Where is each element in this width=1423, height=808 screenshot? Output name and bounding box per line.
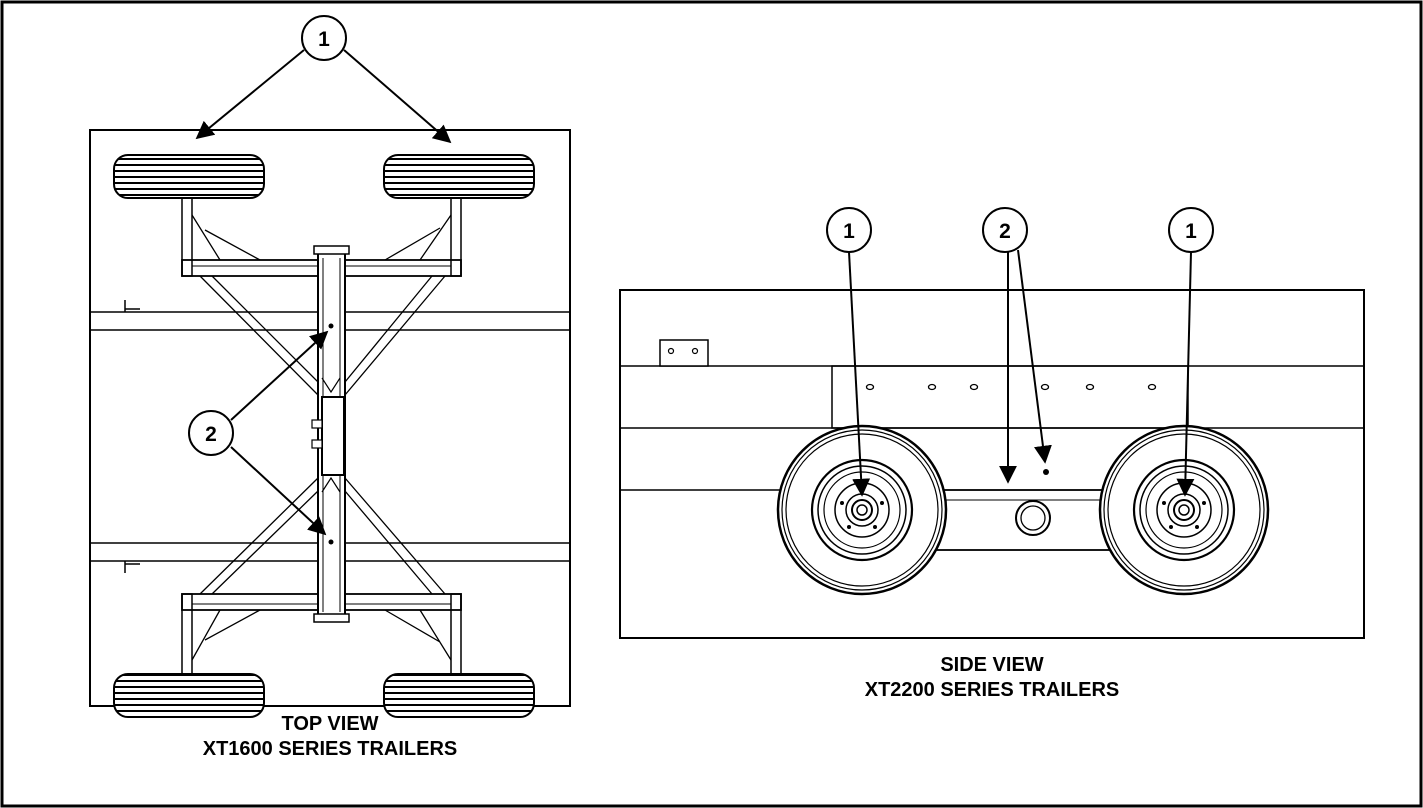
callout-1-top-view: 1 [195, 15, 452, 144]
top-view-caption: TOP VIEW XT1600 SERIES TRAILERS [90, 712, 570, 762]
tire-side-right [1098, 424, 1270, 596]
side-view-caption-line1: SIDE VIEW [940, 654, 1044, 676]
callout-2-side: 2 [982, 207, 1052, 484]
center-coupler [321, 396, 345, 476]
svg-text:2: 2 [999, 220, 1011, 243]
grease-fitting-side [1043, 469, 1049, 475]
side-view-caption: SIDE VIEW XT2200 SERIES TRAILERS [620, 653, 1364, 703]
top-view-caption-line1: TOP VIEW [281, 713, 379, 735]
top-view-caption-line2: XT1600 SERIES TRAILERS [202, 738, 458, 760]
svg-text:1: 1 [1185, 220, 1197, 243]
grease-fitting-lower [328, 539, 334, 545]
top-view-frame [89, 129, 571, 707]
tire-bottom-left [113, 673, 265, 718]
svg-text:1: 1 [318, 28, 330, 51]
side-view-drawing [619, 289, 1365, 639]
callout-2-top-view: 2 [188, 330, 329, 536]
svg-text:1: 1 [843, 220, 855, 243]
top-view-drawing [89, 129, 571, 718]
tire-side-left [776, 424, 948, 596]
side-view-frame [619, 289, 1365, 639]
callout-1-side-right: 1 [1168, 207, 1214, 497]
side-view-caption-line2: XT2200 SERIES TRAILERS [864, 679, 1120, 701]
callout-1-side-left: 1 [826, 207, 872, 497]
tire-top-right [383, 154, 535, 199]
tire-bottom-right [383, 673, 535, 718]
tire-top-left [113, 154, 265, 199]
grease-fitting-upper [328, 323, 334, 329]
svg-text:2: 2 [205, 423, 217, 446]
